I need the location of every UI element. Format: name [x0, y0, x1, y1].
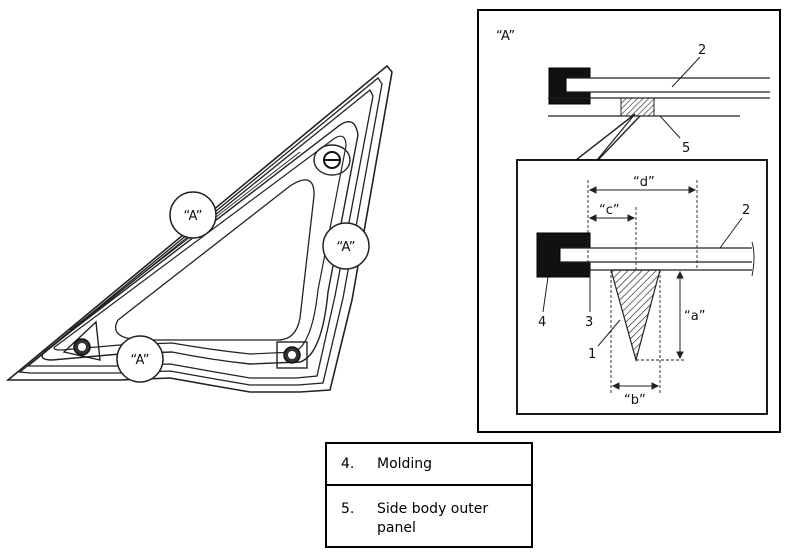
callout-a-1: “A”: [169, 191, 217, 239]
callout-a-3: “A”: [116, 335, 164, 383]
legend-row-molding: 4. Molding: [327, 444, 531, 486]
zoom-dim-c: “c”: [599, 203, 620, 218]
molding-inner: [53, 135, 347, 355]
detail-title: “A”: [496, 29, 515, 44]
legend-table: 4. Molding 5. Side body outer panel: [325, 442, 533, 548]
glass-outline-2: [18, 77, 383, 386]
quarter-window-glass: [5, 64, 393, 393]
clip-fastener-bottom: [276, 341, 308, 369]
glass-outline-outer: [5, 64, 393, 393]
top-adhesive: [620, 97, 655, 117]
zoom-part-3: 3: [585, 315, 593, 330]
clip-fastener-left: [62, 320, 101, 361]
callout-a-2: “A”: [322, 222, 370, 270]
legend-text: Side body outer panel: [377, 501, 489, 536]
zoom-part-2: 2: [742, 203, 750, 218]
zoom-adhesive-bead: [610, 269, 661, 363]
callout-a-1-label: “A”: [183, 209, 202, 224]
top-part-2: 2: [698, 43, 706, 58]
top-part-5: 5: [682, 141, 690, 156]
zoom-section: “d” “c” “a” “b” 2 4 3 1: [536, 175, 755, 408]
zoom-dim-a: “a”: [684, 309, 705, 324]
glass-outline-3: [26, 88, 374, 379]
zoom-part-1: 1: [588, 347, 596, 362]
legend-number: 4.: [341, 456, 355, 472]
molding-outline: [41, 121, 359, 365]
legend-row-outer-panel: 5. Side body outer panel: [327, 486, 531, 538]
callout-a-3-label: “A”: [130, 353, 149, 368]
clip-fastener-top: [313, 144, 351, 176]
legend-text: Molding: [377, 456, 433, 472]
legend-number: 5.: [341, 501, 355, 517]
zoom-dim-d: “d”: [633, 175, 655, 190]
zoom-dim-b: “b”: [624, 393, 646, 408]
zoom-part-4: 4: [538, 315, 546, 330]
top-section: 2 5: [548, 43, 770, 156]
inner-opening: [114, 179, 315, 341]
callout-a-2-label: “A”: [336, 240, 355, 255]
